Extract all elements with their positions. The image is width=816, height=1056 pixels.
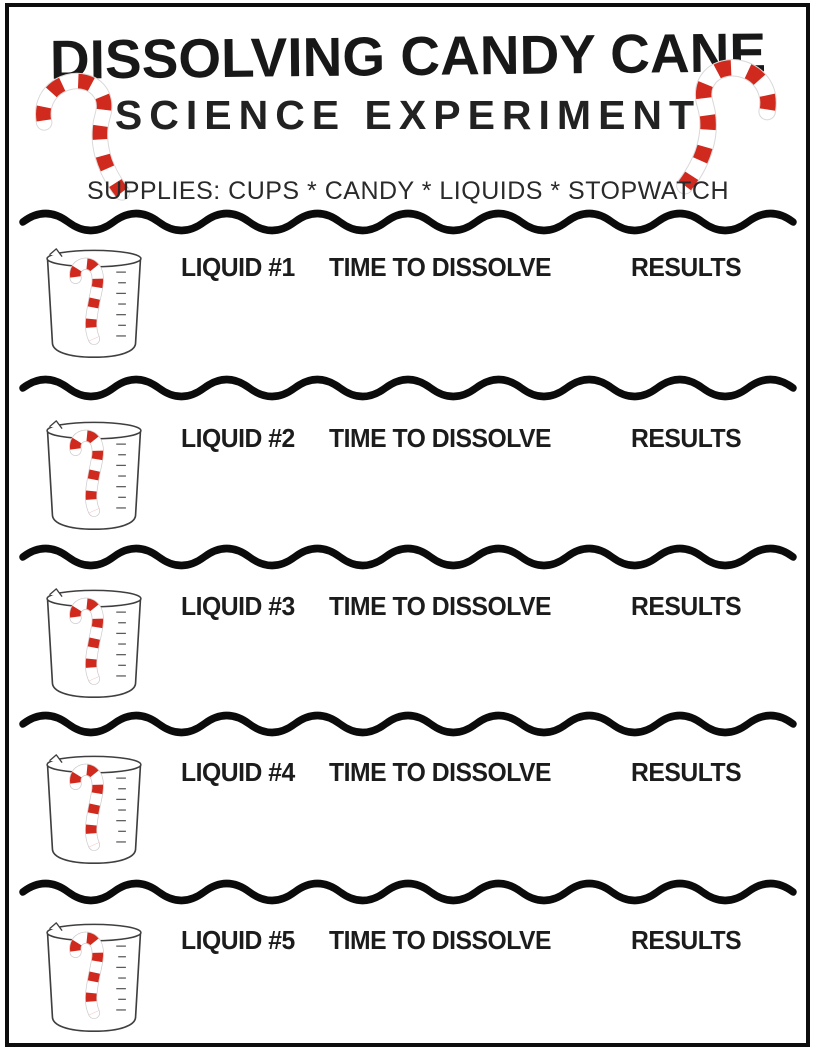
results-label: RESULTS — [631, 757, 742, 787]
time-to-dissolve-label: TIME TO DISSOLVE — [329, 591, 552, 621]
time-to-dissolve-label: TIME TO DISSOLVE — [329, 423, 552, 453]
wavy-divider — [19, 706, 797, 742]
results-label: RESULTS — [631, 423, 742, 453]
beaker-with-candy-cane-icon — [40, 920, 148, 1038]
wavy-divider — [19, 539, 797, 575]
time-to-dissolve-label: TIME TO DISSOLVE — [329, 757, 552, 787]
liquid-label: LIQUID #5 — [181, 925, 295, 955]
beaker-with-candy-cane-icon — [40, 246, 148, 364]
liquid-label: LIQUID #4 — [181, 757, 295, 787]
time-to-dissolve-label: TIME TO DISSOLVE — [329, 252, 552, 282]
wavy-divider — [19, 370, 797, 406]
time-to-dissolve-label: TIME TO DISSOLVE — [329, 925, 552, 955]
wavy-divider — [19, 204, 797, 240]
beaker-with-candy-cane-icon — [40, 418, 148, 536]
page-subtitle: SCIENCE EXPERIMENT — [114, 92, 702, 138]
wavy-divider — [19, 874, 797, 910]
results-label: RESULTS — [631, 252, 742, 282]
liquid-label: LIQUID #2 — [181, 423, 295, 453]
beaker-with-candy-cane-icon — [40, 586, 148, 704]
supplies-line: SUPPLIES: CUPS * CANDY * LIQUIDS * STOPW… — [86, 177, 730, 205]
results-label: RESULTS — [631, 591, 742, 621]
results-label: RESULTS — [631, 925, 742, 955]
beaker-with-candy-cane-icon — [40, 752, 148, 870]
liquid-label: LIQUID #3 — [181, 591, 295, 621]
liquid-label: LIQUID #1 — [181, 252, 295, 282]
